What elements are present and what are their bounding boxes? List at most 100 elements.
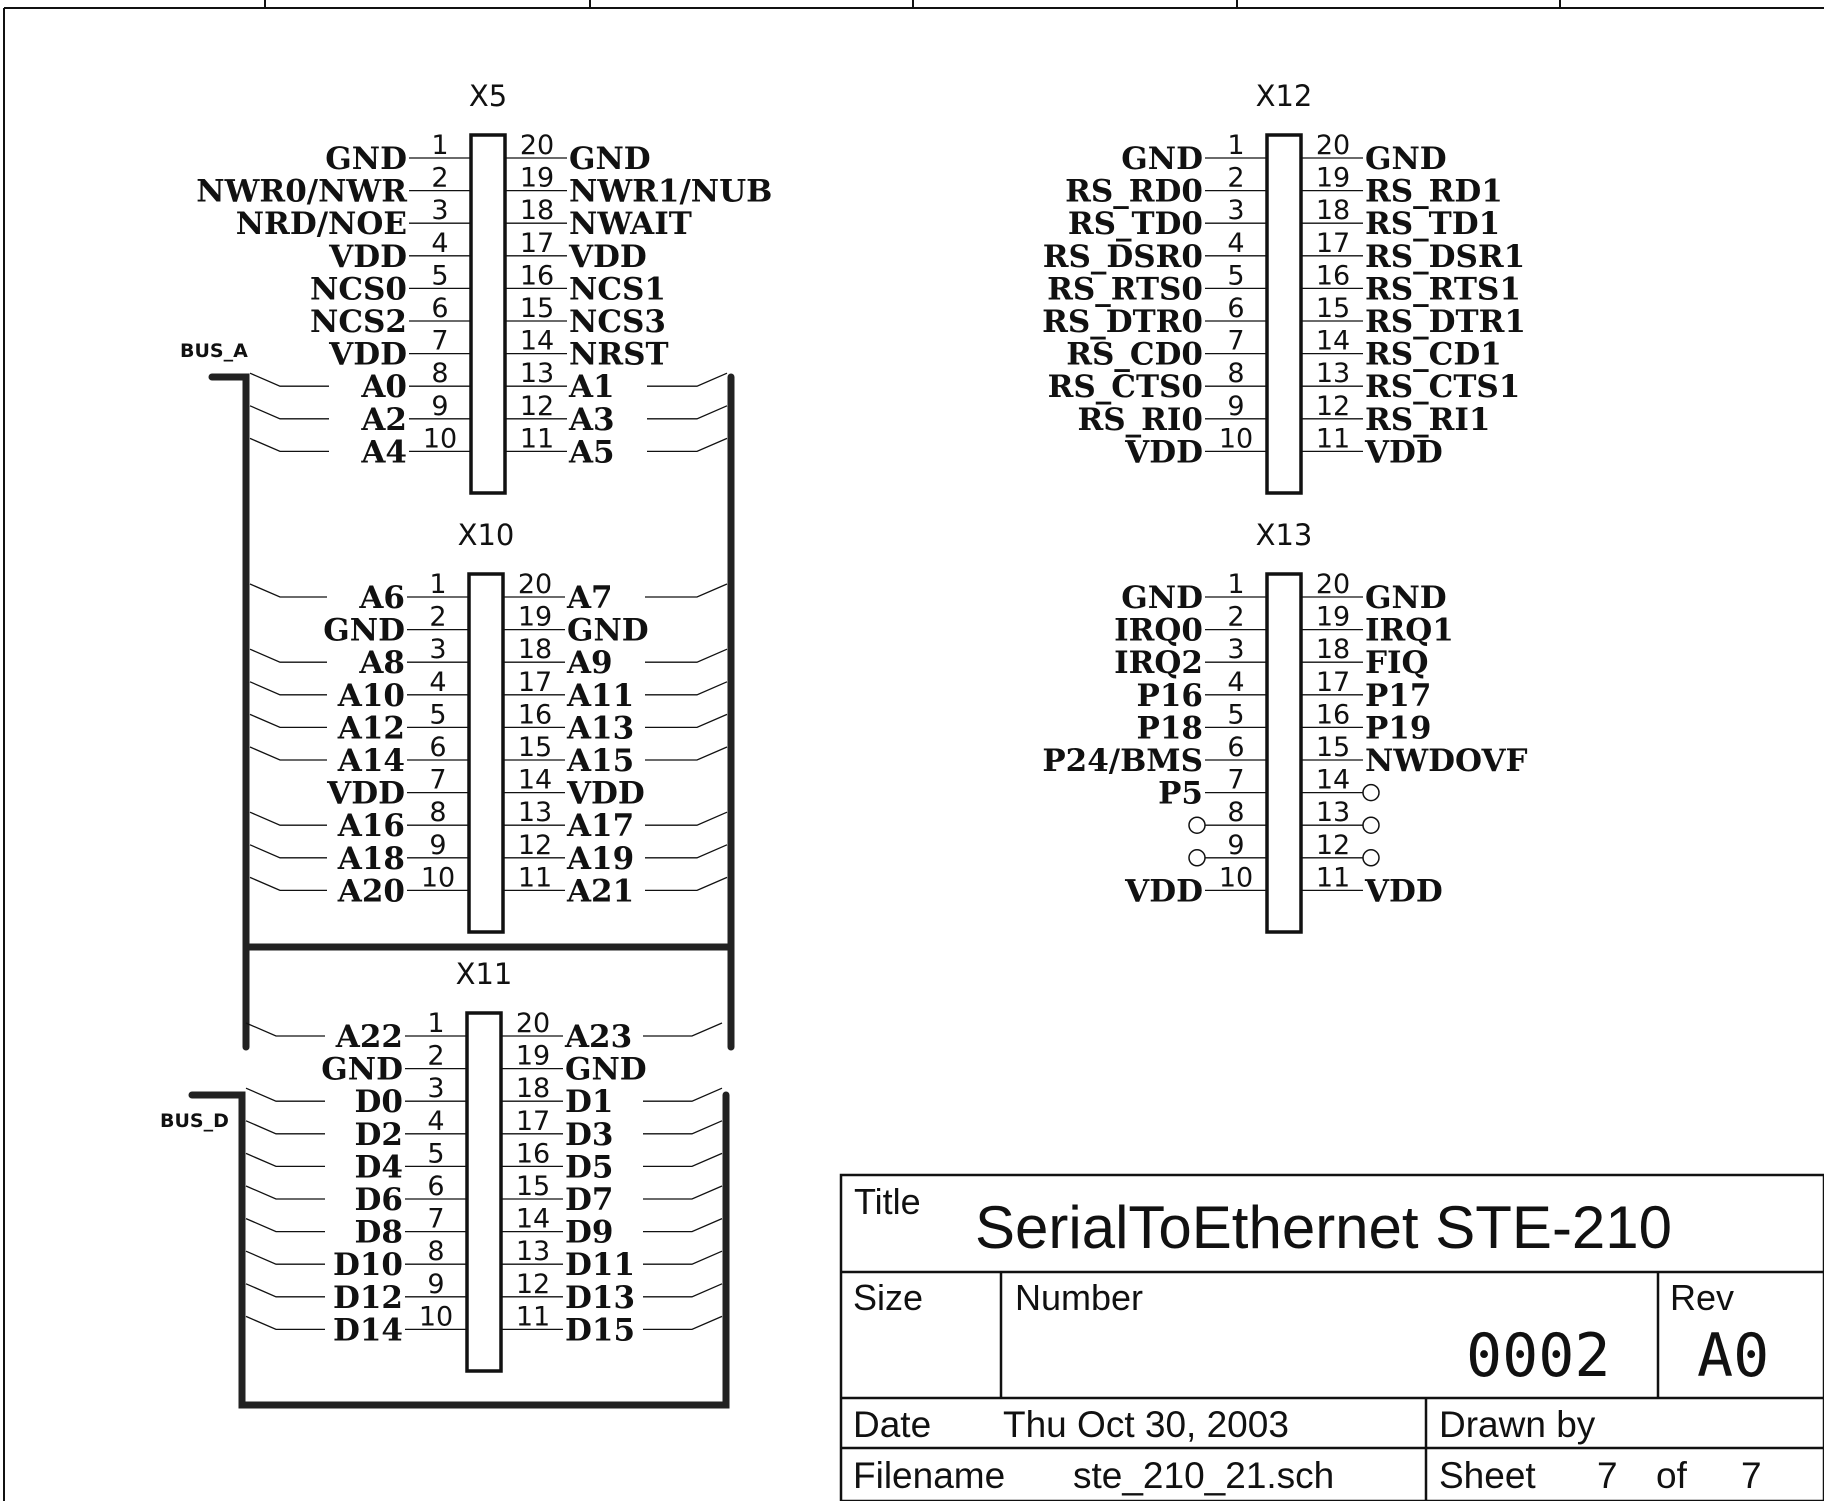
pin-number: 18	[516, 1073, 550, 1104]
pin-name: A10	[337, 678, 405, 714]
bus-d-line	[188, 1091, 730, 1409]
bus-entry-wire	[643, 1185, 723, 1200]
pin-name: A23	[564, 1019, 632, 1055]
pin-number: 6	[1227, 732, 1244, 763]
bus-entry-wire	[245, 1022, 325, 1037]
pin-number: 17	[520, 228, 554, 259]
pin-name: NRST	[569, 337, 669, 373]
pin-number: 1	[1227, 130, 1244, 161]
pin-name: A1	[568, 369, 615, 405]
pin-number: 2	[431, 163, 448, 194]
pin-number: 2	[427, 1041, 444, 1072]
pin-name: VDD	[568, 239, 647, 275]
pin-number: 6	[431, 293, 448, 324]
pin-number: 5	[429, 699, 446, 730]
pin-number: 2	[429, 602, 446, 633]
pin-number: 1	[427, 1008, 444, 1039]
pin-name: A7	[566, 580, 613, 616]
pin-number: 17	[1316, 667, 1350, 698]
pin-number: 19	[518, 602, 552, 633]
date-label: Date	[853, 1404, 931, 1445]
pin-name: NRD/NOE	[236, 206, 407, 242]
pin-name: D6	[355, 1182, 403, 1218]
pin-name: A20	[337, 873, 405, 909]
bus-a-label: BUS_A	[180, 340, 248, 362]
pin-name: IRQ1	[1365, 613, 1454, 649]
pin-name: GND	[1121, 580, 1203, 616]
pin-name: A15	[566, 743, 634, 779]
bus-entry-wire	[245, 1218, 325, 1233]
pin-number: 14	[1316, 326, 1350, 357]
pin-name: P24/BMS	[1042, 743, 1203, 779]
pin-number: 16	[518, 699, 552, 730]
pin-number: 10	[423, 423, 457, 454]
bus-entry-wire	[249, 405, 329, 420]
sheet-total: 7	[1741, 1455, 1762, 1496]
pin-number: 18	[520, 195, 554, 226]
pin-name: IRQ0	[1114, 613, 1203, 649]
pin-number: 17	[1316, 228, 1350, 259]
pin-name: A22	[335, 1019, 403, 1055]
pin-number: 11	[516, 1301, 550, 1332]
pin-number: 11	[1316, 423, 1350, 454]
pin-name: A4	[360, 434, 407, 470]
bus-entry-wire	[645, 583, 728, 598]
connector-body	[1265, 133, 1303, 495]
no-connect-marker	[1362, 816, 1380, 834]
connector-ref: X13	[1256, 518, 1313, 552]
pin-name: A19	[566, 841, 634, 877]
pin-number: 5	[427, 1138, 444, 1169]
pin-name: GND	[321, 1052, 403, 1088]
pin-number: 1	[431, 130, 448, 161]
pin-name: D8	[355, 1215, 403, 1251]
pin-number: 3	[427, 1073, 444, 1104]
pin-number: 4	[1227, 228, 1244, 259]
bus-entry-wire	[647, 405, 728, 420]
pin-number: 2	[1227, 602, 1244, 633]
pin-number: 20	[1316, 569, 1350, 600]
no-connect-marker	[1188, 849, 1206, 867]
bus-entry-wire	[249, 372, 329, 387]
pin-number: 15	[516, 1171, 550, 1202]
pin-name: GND	[569, 141, 651, 177]
pin-name: D15	[565, 1312, 635, 1348]
pin-name: A13	[566, 710, 634, 746]
pin-number: 8	[431, 358, 448, 389]
pin-name: RS_DSR1	[1365, 239, 1525, 275]
bus-entry-wire	[249, 681, 327, 696]
bus-entry-wire	[643, 1087, 723, 1102]
drawing-title: SerialToEthernet STE-210	[975, 1194, 1672, 1261]
bus-entry-wire	[245, 1283, 325, 1298]
filename-label: Filename	[853, 1455, 1005, 1496]
pin-number: 18	[1316, 195, 1350, 226]
pin-name: A5	[568, 434, 615, 470]
pin-name: D12	[333, 1280, 403, 1316]
pin-number: 20	[518, 569, 552, 600]
pin-name: GND	[325, 141, 407, 177]
drawn-by-label: Drawn by	[1439, 1404, 1596, 1445]
pin-name: A0	[360, 369, 407, 405]
pin-name: NWR1/NUB	[569, 174, 772, 210]
pin-name: A2	[360, 402, 407, 438]
pin-name: D1	[565, 1084, 613, 1120]
pin-number: 13	[1316, 358, 1350, 389]
pin-name: A8	[358, 645, 405, 681]
pin-number: 16	[1316, 699, 1350, 730]
bus-entry-wire	[245, 1315, 325, 1331]
pin-number: 13	[520, 358, 554, 389]
pin-name: GND	[565, 1052, 647, 1088]
pin-name: RS_DSR0	[1043, 239, 1203, 275]
bus-entry-wire	[645, 648, 728, 663]
bus-entry-wire	[645, 746, 728, 761]
title-block: Title SerialToEthernet STE-210 Size Numb…	[839, 1173, 1824, 1501]
pin-name: D4	[355, 1149, 403, 1185]
pin-name: D11	[565, 1247, 635, 1283]
pin-number: 10	[1219, 862, 1253, 893]
pin-name: VDD	[1124, 873, 1203, 909]
pin-name: GND	[1365, 141, 1447, 177]
sheet-label: Sheet	[1439, 1455, 1536, 1496]
